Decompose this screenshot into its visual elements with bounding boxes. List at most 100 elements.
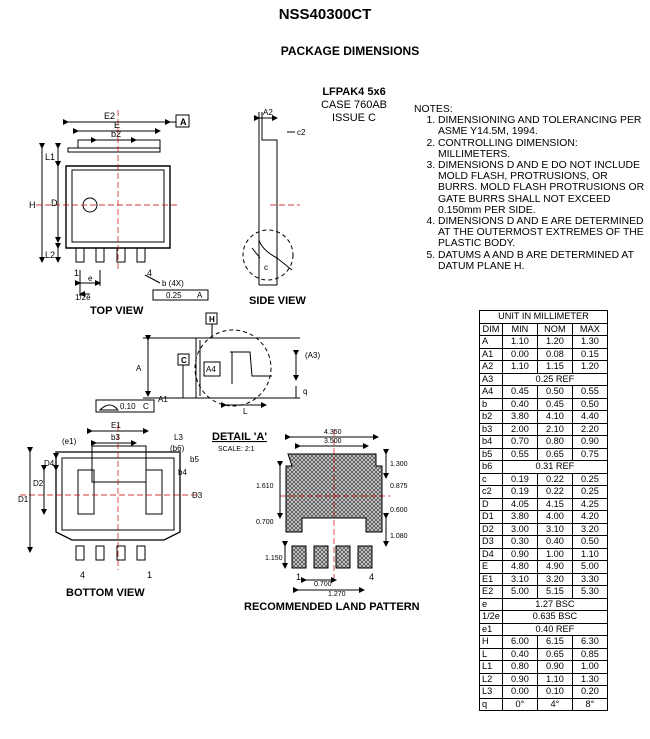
dim-value-cell: 0.22: [536, 485, 573, 499]
label-d1: D1: [18, 495, 29, 504]
dim-value-cell: 0.19: [501, 472, 538, 486]
dim-name-cell: b6: [479, 460, 503, 474]
dim-value-cell: 0.40: [501, 397, 538, 411]
label-a3: (A3): [305, 351, 320, 360]
dim-name-cell: A: [479, 335, 503, 349]
dim-value-cell: 0.635 BSC: [501, 610, 608, 624]
dim-value-cell: 0.55: [501, 447, 538, 461]
top-view-title: TOP VIEW: [90, 305, 144, 317]
dim-value-cell: 0.31 REF: [501, 460, 608, 474]
dim-value-cell: 0.50: [571, 535, 608, 549]
dim-name-cell: A4: [479, 385, 503, 399]
dim-name-cell: b5: [479, 447, 503, 461]
dim-value-cell: 1.30: [571, 335, 608, 349]
side-view-drawing: [242, 112, 300, 286]
dim-value-cell: 0.45: [501, 385, 538, 399]
dim-value-cell: 6.00: [501, 635, 538, 649]
land-0700b: 0.700: [314, 581, 332, 588]
label-e-pitch: e: [88, 274, 93, 283]
dim-value-cell: 4.15: [536, 497, 573, 511]
dim-value-cell: 0.25: [571, 485, 608, 499]
dim-value-cell: 1.20: [536, 335, 573, 349]
label-a4: A4: [206, 365, 216, 374]
label-b5: b5: [190, 455, 199, 464]
dim-value-cell: 4.10: [536, 410, 573, 424]
label-e1: E1: [111, 421, 121, 430]
land-1150: 1.150: [265, 555, 283, 562]
land-pin1: 1: [296, 572, 301, 582]
notes-block: NOTES: DIMENSIONING AND TOLERANCING PER …: [414, 104, 646, 272]
label-flatness: 0.10: [120, 402, 136, 411]
label-c2: c2: [297, 128, 306, 137]
dim-name-cell: e1: [479, 622, 503, 636]
dim-value-cell: 1.10: [571, 547, 608, 561]
note-item: DIMENSIONING AND TOLERANCING PER ASME Y1…: [438, 115, 646, 137]
dim-name-cell: q: [479, 697, 503, 711]
dim-value-cell: 0.75: [571, 447, 608, 461]
label-e2: E2: [104, 111, 115, 121]
dim-value-cell: 0.30: [501, 535, 538, 549]
dim-value-cell: 1.10: [501, 335, 538, 349]
dim-value-cell: 4.25: [571, 497, 608, 511]
label-a1: A1: [158, 395, 168, 404]
dim-value-cell: 0°: [501, 697, 538, 711]
land-1610: 1.610: [256, 483, 274, 490]
label-tolerance: 0.25: [166, 291, 182, 300]
dim-value-cell: 0.80: [536, 435, 573, 449]
dim-value-cell: 1.00: [571, 660, 608, 674]
package-issue: ISSUE C: [331, 112, 376, 124]
dim-value-cell: 4.40: [571, 410, 608, 424]
dim-value-cell: 4.05: [501, 497, 538, 511]
dim-name-cell: D3: [479, 535, 503, 549]
label-d4: D4: [44, 459, 55, 468]
dim-name-cell: H: [479, 635, 503, 649]
label-l1: L1: [45, 152, 55, 162]
label-q: q: [303, 387, 307, 396]
dim-value-cell: 1.30: [571, 672, 608, 686]
dim-name-cell: E2: [479, 585, 503, 599]
dim-value-cell: 3.00: [501, 522, 538, 536]
dim-value-cell: 0.10: [536, 685, 573, 699]
dim-value-cell: 4.80: [501, 560, 538, 574]
dim-value-cell: 1.00: [536, 547, 573, 561]
dim-value-cell: 0.00: [501, 685, 538, 699]
dim-value-cell: 0.85: [571, 647, 608, 661]
detail-a-title: DETAIL 'A': [212, 431, 267, 443]
package-info: LFPAK4 5x6 CASE 760AB ISSUE C: [302, 86, 406, 125]
note-item: DIMENSIONS D AND E DO NOT INCLUDE MOLD F…: [438, 160, 646, 216]
land-pattern-title: RECOMMENDED LAND PATTERN: [244, 601, 420, 613]
label-a2: A2: [263, 108, 273, 117]
land-1300: 1.300: [390, 461, 408, 468]
dim-name-cell: A3: [479, 372, 503, 386]
dim-name-cell: c: [479, 472, 503, 486]
dim-value-cell: 4.20: [571, 510, 608, 524]
page-subtitle: PACKAGE DIMENSIONS: [280, 44, 420, 58]
label-e: E: [114, 120, 120, 130]
table-header-cell: DIM: [479, 322, 503, 336]
label-tol-a: A: [197, 291, 203, 300]
dim-value-cell: 5.30: [571, 585, 608, 599]
dim-name-cell: L1: [479, 660, 503, 674]
dim-value-cell: 4.90: [536, 560, 573, 574]
dim-value-cell: 0.00: [501, 347, 538, 361]
dim-value-cell: 3.80: [501, 410, 538, 424]
dim-value-cell: 2.00: [501, 422, 538, 436]
dim-value-cell: 3.80: [501, 510, 538, 524]
label-d3: D3: [192, 491, 203, 500]
label-d2: D2: [33, 479, 44, 488]
